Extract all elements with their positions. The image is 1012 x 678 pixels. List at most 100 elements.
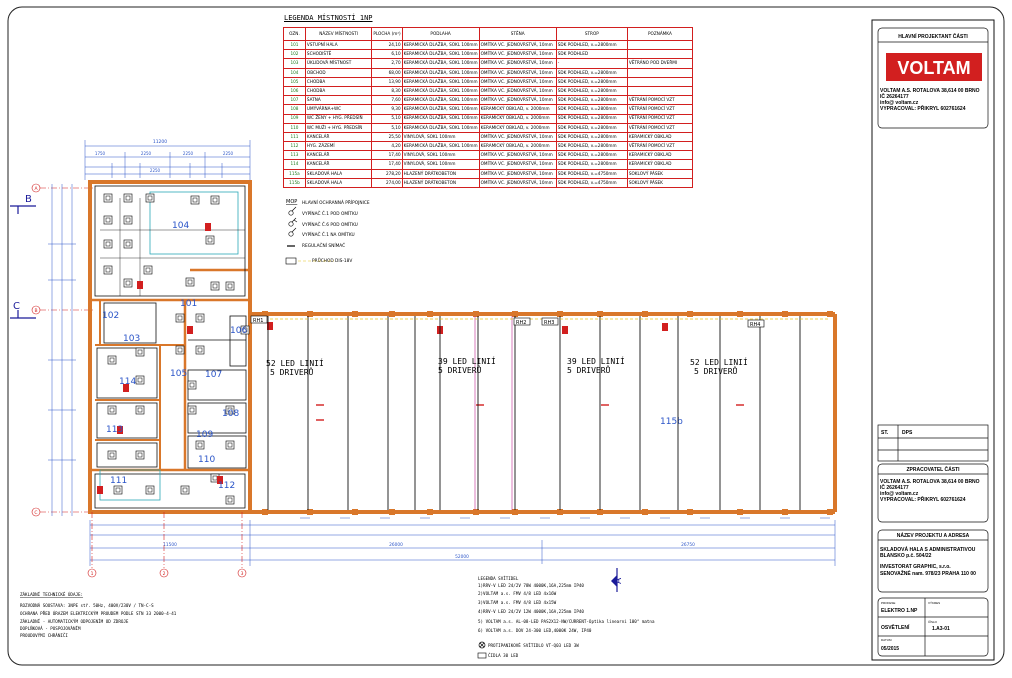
part-label: PROFESE [881,601,895,605]
luminaire-icon-inner [189,407,195,413]
column-icon [262,509,268,515]
cell-area: 4,20 [371,141,403,152]
lighting-legend-4: 4)RRV-V LED 24/2V 12W 4000K,16A,225mm IP… [478,609,584,614]
cell-name: KANCELÁŘ [304,150,373,161]
luminaire-icon [180,485,190,495]
cell-name: SKLADOVÁ HALA [304,168,373,179]
symbol-mop: HLAVNÍ OCHRANNÁ PŘÍPOJNICE [302,198,370,206]
luminaire-icon [225,440,235,450]
admin-switches [97,223,744,494]
cell-floor: HLAZENÝ DRÁTKOBETON [401,168,480,179]
luminaire-icon [123,278,133,288]
title-block [871,19,995,661]
symbol-passage: PRŮCHOD DIS-18V [312,257,352,264]
luminaire-icon [175,345,185,355]
switch-icon [117,426,123,434]
lighting-legend-6: 6) VOLTAM a.s. DOV 24-300 LED,4000K 24W,… [478,628,592,633]
room-102-label: 102 [102,311,119,321]
cell-note: VĚTRÁNÍ POMOCÍ VZT [626,113,694,124]
title-block-texts: HLAVNÍ PROJEKTANT ČÁSTI VOLTAM A.S. ROTA… [880,32,980,652]
cell-ceiling: SDK PODHLED, v.=2800mm [555,113,628,124]
column-icon [427,509,433,515]
column-icon [827,311,833,317]
cell-code: 104 [283,67,306,78]
room-ceiling-areas [99,191,239,501]
processor-line-2: IČ 26264177 [880,484,909,491]
switch-icon [97,486,103,494]
cell-note: SOKLOVÝ PÁSEK [626,177,694,189]
cell-floor: KERAMICKÁ DLAŽBA, SOKL 100mm [401,58,480,69]
column-icon [512,509,518,515]
processor-line-1: VOLTAM A.S. ROTALOVA 38,614 00 BRNO [880,479,980,485]
cell-code: 115a [283,168,306,179]
cell-note [626,76,694,87]
column-icon [557,509,563,515]
luminaire-icon [103,193,113,203]
tech-line-2: OCHRANA PŘED ÚRAZEM ELEKTRICKÝM PROUDEM … [20,611,177,616]
symbol-legend: MOP HLAVNÍ OCHRANNÁ PŘÍPOJNICE VYPÍNAČ Č… [285,198,370,265]
cell-area: 5,10 [371,122,403,133]
cell-area: 274,00 [371,177,403,189]
luminaire-icon [240,325,250,335]
tech-line-4: DOPLŇKOVÁ - POSPOJOVÁNÍM [20,626,81,631]
col-header-name: NÁZEV MÍSTNOSTI [304,27,373,41]
luminaire-icon-inner [147,487,153,493]
luminaire-icon [145,485,155,495]
cell-area: 13,90 [371,76,403,87]
luminaire-icon [107,450,117,460]
luminaire-icon [135,450,145,460]
cell-ceiling: SDK PODHLED, v.=2800mm [555,39,628,51]
cell-ceiling: SDK PODHLED, v.=2800mm [555,104,628,115]
luminaire-icon [187,405,197,415]
zone2-line2: 5 DRIVERŮ [438,364,482,375]
luminaire-icon-inner [105,195,111,201]
column-icon [687,509,693,515]
luminaire-icon-inner [137,407,143,413]
luminaire-icon-inner [109,407,115,413]
symbol-legend-heading: MOP [286,199,297,205]
luminaire-icon [185,277,195,287]
column-icon [737,509,743,515]
room-114-label: 114 [119,377,136,387]
luminaire-icon [225,281,235,291]
cell-ceiling: SDK PODHLED, v.=2800mm [555,76,628,87]
axis-label-c: C [34,510,37,516]
luminaire-icon-inner [227,442,233,448]
cell-area: 278,20 [371,168,403,179]
cell-code: 115b [283,177,306,189]
luminaire-icon-inner [227,407,233,413]
part-value: ELEKTRO 1.NP [881,608,918,614]
column-icon [827,509,833,515]
room-113-label: 113 [106,425,123,435]
luminaire-icon-inner [197,347,203,353]
cell-code: 110 [283,122,306,133]
cell-ceiling: SDK PODHLED, v.=2800mm [555,85,628,97]
column-icon [737,311,743,317]
switch-icon [123,384,129,392]
luminaire-icon-inner [105,241,111,247]
section-mark-a: A [611,568,624,592]
luminaire-icon [123,193,133,203]
company-line-4: VYPRACOVAL: PŘIKRYL 602761624 [880,104,966,112]
zone-labels: 52 LED LINIÍ 5 DRIVERŮ 39 LED LINIÍ 5 DR… [266,355,748,377]
cell-ceiling: SDK PODHLED, v.=2800mm [555,159,628,170]
luminaire-icon [113,485,123,495]
cell-wall: KERAMICKÝ OBKLAD, v. 2000mm [478,122,557,133]
cell-wall: OMÍTKA VC. JEDNOVRSTVÁ, 10mm [478,76,557,87]
rh1-label: RH1 [253,318,263,324]
cell-note: VĚTRÁNÍ POMOCÍ VZT [626,104,694,115]
dim-top-row: 1750 2250 2250 2250 2250 [95,151,234,173]
hall-walls [250,312,837,514]
luminaire-icon [210,195,220,205]
zone1-line2: 5 DRIVERŮ [270,366,314,377]
number-value: 1.A3-01 [932,626,950,632]
cell-wall: OMÍTKA VC. JEDNOVRSTVÁ, 10mm [478,159,557,170]
luminaire-icon-inner [187,279,193,285]
cell-ceiling: SDK PODHLED [555,49,628,60]
